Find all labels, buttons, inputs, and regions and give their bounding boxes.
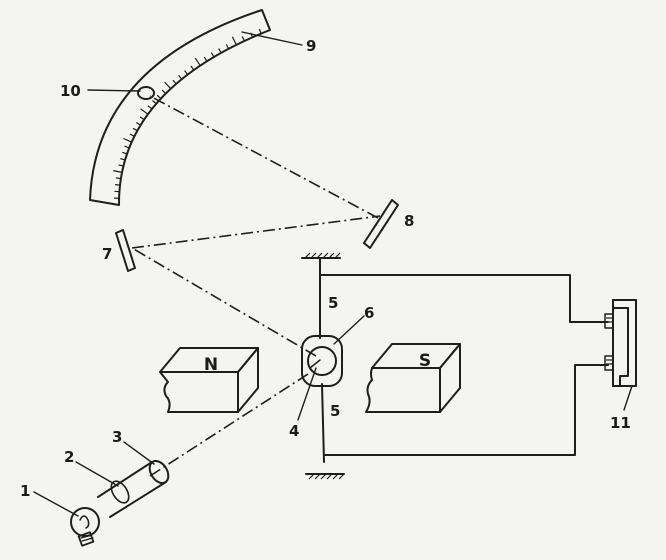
label-wire-top: 5 (328, 294, 338, 312)
light-beams (132, 96, 380, 476)
beam-mirror7-to-mirror8 (132, 216, 380, 248)
label-terminals: 11 (610, 414, 631, 432)
scale-tick (115, 185, 120, 186)
scale-tick (185, 71, 188, 75)
scale-tick (123, 139, 131, 143)
label-coil: 6 (364, 304, 374, 322)
scale-tick (141, 109, 148, 114)
callout-labels: 1 2 3 4 5 5 6 7 8 9 10 11 (20, 37, 631, 500)
light-spot (138, 87, 154, 99)
label-mirror-7: 7 (102, 245, 112, 263)
scale-tick (148, 106, 152, 109)
magnet-north-label: N (204, 355, 218, 375)
scale-tick (136, 123, 140, 126)
scale-tick (173, 80, 176, 84)
scale-tick (242, 37, 244, 42)
label-wire-bottom: 5 (330, 402, 340, 420)
coil (302, 336, 342, 386)
scale-tick (162, 90, 166, 94)
scale-ticks (113, 29, 261, 198)
label-light-spot: 10 (60, 82, 81, 100)
magnet-south: S (366, 344, 460, 412)
beam-lamp-to-coil (150, 374, 308, 476)
label-mirror-8: 8 (404, 212, 414, 230)
label-scale: 9 (306, 37, 316, 55)
scale-tick (140, 117, 144, 120)
scale-tick (219, 49, 221, 53)
scale-tick (211, 53, 214, 57)
beam-mirror8-to-scale (150, 96, 378, 218)
circuit-wires (320, 258, 608, 462)
scale-tick (116, 178, 121, 179)
scale-tick (195, 58, 200, 66)
scale-tick (204, 57, 207, 61)
top-support (302, 253, 340, 258)
curved-scale (90, 10, 270, 205)
scale-tick (232, 37, 236, 45)
magnet-north: N (160, 348, 258, 412)
scale-tick (153, 101, 157, 104)
scale-tick (157, 95, 161, 99)
label-lens: 2 (64, 448, 74, 466)
mirror-8 (364, 200, 398, 248)
terminal-block (605, 300, 636, 386)
scale-tick (226, 44, 228, 48)
scale-tick (122, 152, 127, 154)
scale-tick (179, 75, 182, 79)
scale-tick (113, 171, 122, 173)
label-lamp: 1 (20, 482, 30, 500)
label-tube: 3 (112, 428, 122, 446)
scale-tick (191, 66, 194, 70)
mirror-7 (116, 230, 135, 271)
scale-tick (133, 128, 137, 130)
scale-tick (130, 134, 135, 136)
label-coil-mirror: 4 (289, 422, 299, 440)
magnet-south-label: S (419, 351, 431, 371)
scale-tick (165, 82, 171, 89)
beam-coil-to-mirror7 (132, 248, 316, 356)
bottom-support (306, 474, 344, 479)
